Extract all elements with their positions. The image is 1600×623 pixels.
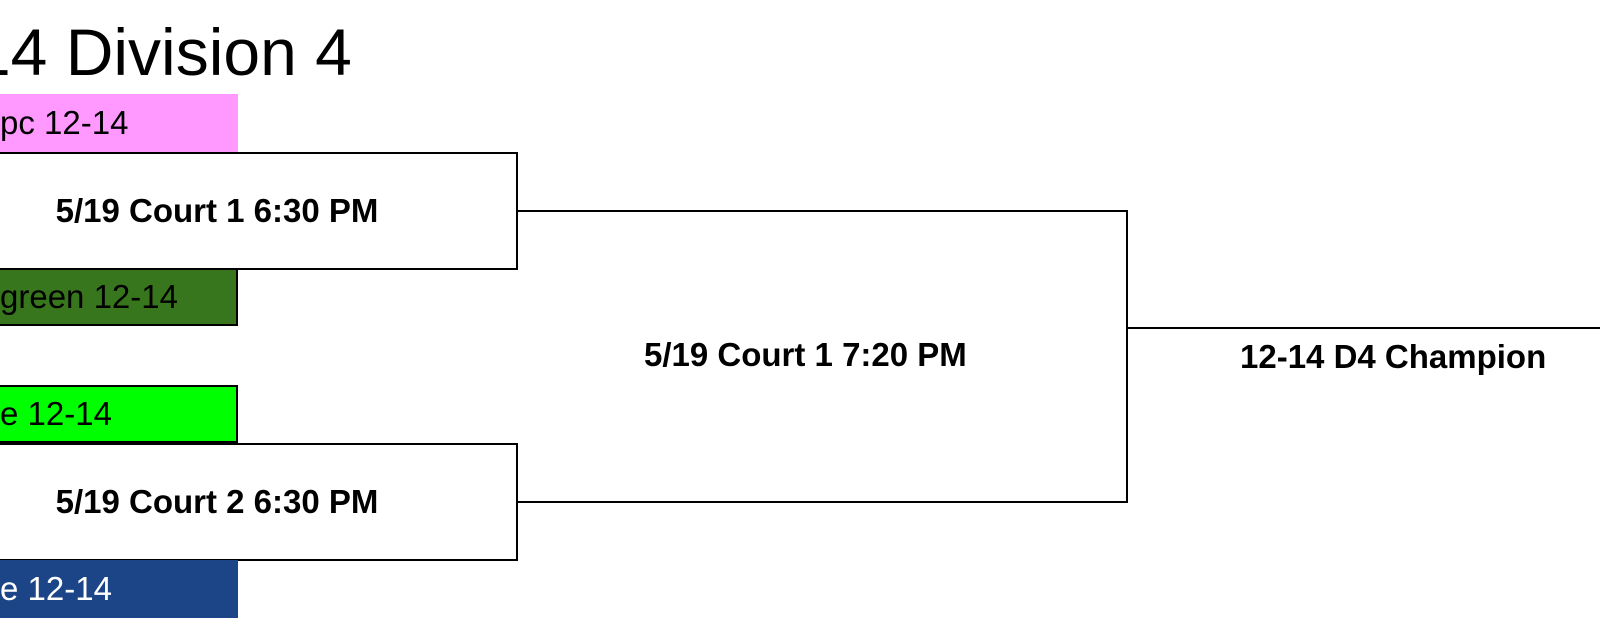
- game-1-label: 5/19 Court 1 6:30 PM: [55, 192, 379, 229]
- team-slot-4: e 12-14: [0, 560, 238, 618]
- team-slot-3-label: e 12-14: [0, 395, 112, 432]
- final-game-label: 5/19 Court 1 7:20 PM: [644, 336, 967, 373]
- team-slot-4-label: e 12-14: [0, 570, 112, 607]
- team-slot-1-label: pc 12-14: [0, 104, 129, 141]
- connector-vertical: [1126, 210, 1128, 503]
- game-box-1: 5/19 Court 1 6:30 PM: [0, 152, 518, 270]
- game-box-2: 5/19 Court 2 6:30 PM: [0, 443, 518, 561]
- team-slot-1: pc 12-14: [0, 94, 238, 152]
- team-slot-2-label: green 12-14: [0, 278, 178, 315]
- bracket-title: -14 Division 4: [0, 15, 352, 89]
- champion-label: 12-14 D4 Champion: [1240, 338, 1547, 375]
- game-2-label: 5/19 Court 2 6:30 PM: [55, 483, 379, 520]
- connector-top-horizontal: [518, 210, 1128, 212]
- connector-bottom-horizontal: [518, 501, 1128, 503]
- team-slot-3: e 12-14: [0, 385, 238, 443]
- connector-champion-horizontal: [1126, 327, 1600, 329]
- team-slot-2: green 12-14: [0, 268, 238, 326]
